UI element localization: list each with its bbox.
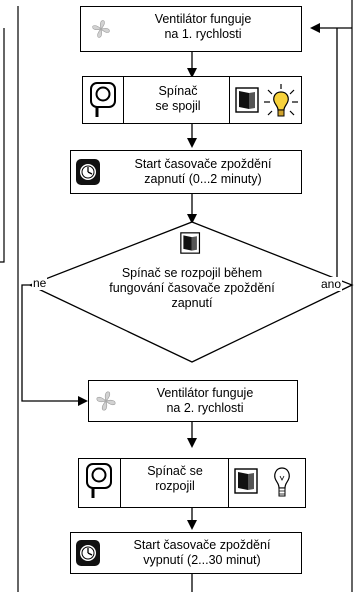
decision-line-1: Spínač se rozpojil během [121,266,263,280]
step-fan-speed-1-line-2: na 1. rychlosti [164,27,242,41]
decision-diamond [28,221,354,363]
step-switch-opened-line-2: rozpojil [155,479,195,493]
fan-icon [92,20,110,38]
step-switch-closed-line-1: Spínač [158,84,198,98]
step-switch-closed-line-2: se spojil [155,99,201,113]
switch-icon [180,232,201,254]
light-on-icon [264,84,298,117]
switch-icon [86,463,112,498]
step-switch-opened-line-1: Spínač se [147,464,203,478]
step-switch-closed-text: Spínač se spojil [130,84,226,114]
divider [120,458,122,508]
step-start-on-delay-timer-line-1: Start časovače zpoždění [134,157,272,171]
step-start-off-delay-timer-line-2: vypnutí (2...30 minut) [143,553,261,567]
timer-icon [76,159,100,185]
step-start-on-delay-timer-text: Start časovače zpoždění zapnutí (0...2 m… [108,157,298,187]
fan-icon [96,391,116,411]
yes-branch-label: ano [320,277,343,291]
no-branch-label: ne [32,276,48,290]
no-branch-arrow [21,284,88,406]
step-switch-opened-text: Spínač se rozpojil [126,464,224,494]
step-start-off-delay-timer-text: Start časovače zpoždění vypnutí (2...30 … [106,538,298,568]
step-switch-opened [78,458,306,508]
decision-line-3: zapnutí [171,296,213,310]
step-fan-speed-2-text: Ventilátor funguje na 2. rychlosti [122,386,288,416]
switch-icon [234,468,258,494]
step-start-on-delay-timer [70,150,302,194]
decision-line-2: fungování časovače zpoždění [109,281,275,295]
step-fan-speed-1 [80,6,302,52]
step-fan-speed-2-line-2: na 2. rychlosti [166,401,244,415]
switch-icon [235,87,259,113]
step-switch-closed [82,76,302,124]
switch-icon [90,82,116,117]
step-start-off-delay-timer-line-1: Start časovače zpoždění [133,538,271,552]
step-start-on-delay-timer-line-2: zapnutí (0...2 minuty) [144,172,262,186]
divider [123,76,125,124]
step-fan-speed-2-line-1: Ventilátor funguje [156,386,254,400]
left-frame-edge [0,28,5,263]
step-start-off-delay-timer [70,532,302,574]
timer-icon [76,540,100,566]
divider [228,458,230,508]
step-fan-speed-2 [88,380,298,422]
step-fan-speed-1-line-1: Ventilátor funguje [154,12,252,26]
decision-text: Spínač se rozpojil během fungování časov… [72,266,312,311]
divider [229,76,231,124]
light-off-icon [274,467,290,497]
step-fan-speed-1-text: Ventilátor funguje na 1. rychlosti [118,12,288,42]
